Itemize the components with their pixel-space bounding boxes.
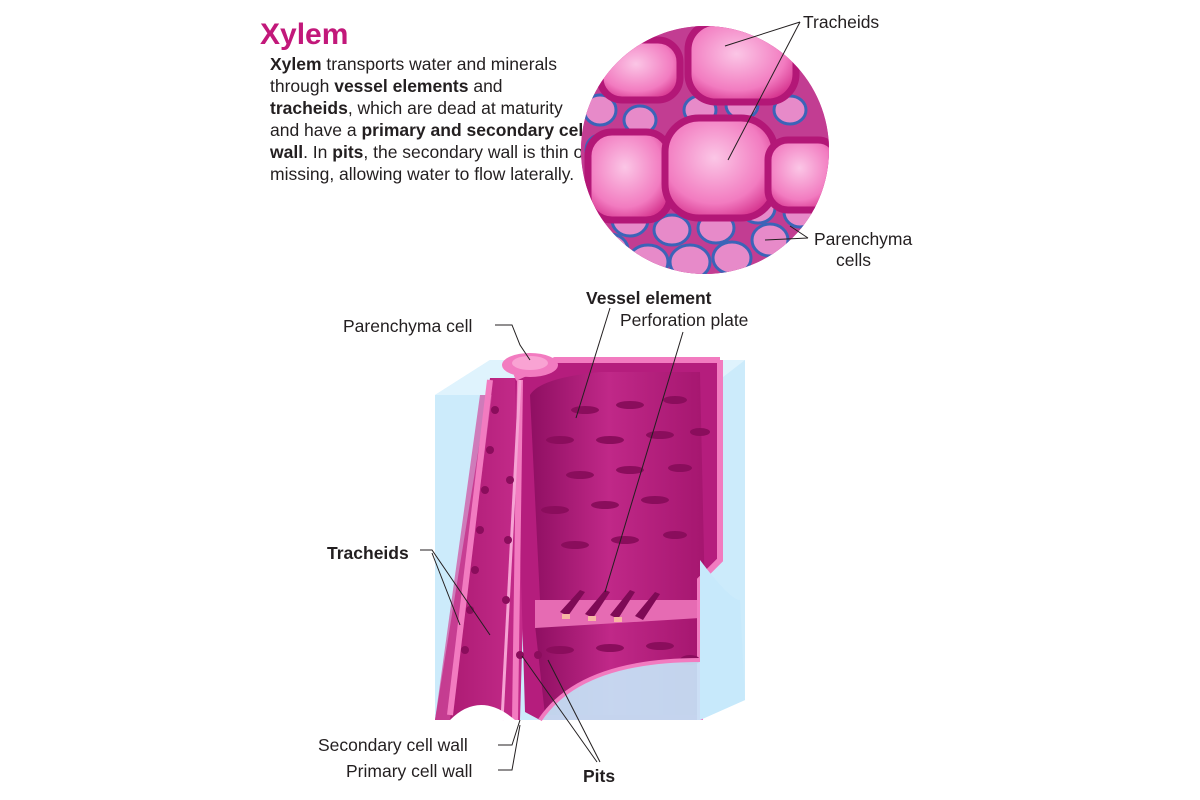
label-perforation-plate: Perforation plate [620,310,749,330]
perforation-ribs [560,590,660,620]
micrograph-label-parenchyma-cells: cells [836,250,872,270]
diagram-leader-lines [420,307,684,771]
label-pits: Pits [583,766,616,786]
micrograph-leader-lines [724,21,809,241]
description-bold-term: pits [332,142,364,162]
page-title: Xylem [260,18,349,51]
micrograph-label-parenchyma: Parenchyma [814,229,913,249]
description-bold-term: Xylem [270,54,322,74]
description-run: . In [303,142,333,162]
description-run: and [468,76,503,96]
pits-markings [461,396,710,665]
description-run: , which are dead at maturity and have a [270,98,563,140]
description-bold-term: primary and secondary cell wall [270,120,589,162]
micrograph-circle [581,26,829,274]
description-bold-term: vessel elements [334,76,469,96]
label-parenchyma-cell: Parenchyma cell [343,316,473,336]
label-secondary-cell-wall: Secondary cell wall [318,735,468,755]
label-primary-cell-wall: Primary cell wall [346,761,473,781]
description-bold-term: tracheids [270,98,348,118]
label-tracheids: Tracheids [327,543,409,563]
description-text: Xylem transports water and minerals thro… [270,53,590,185]
description-run: transports water and minerals through [270,54,557,96]
micrograph-label-tracheids: Tracheids [803,12,880,32]
xylem-block-diagram [435,353,745,722]
label-vessel-element: Vessel element [586,288,712,308]
description-run: , the secondary wall is thin or missing,… [270,142,590,184]
